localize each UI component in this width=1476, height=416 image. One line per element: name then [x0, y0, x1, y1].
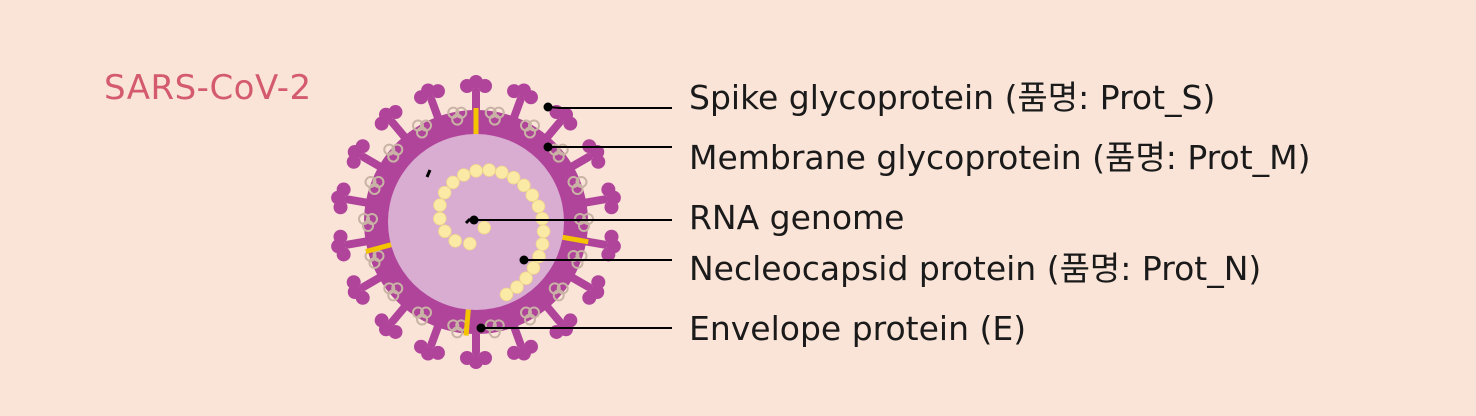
nucleocapsid-bead — [517, 178, 531, 193]
membrane-protein — [567, 176, 588, 196]
leader-spike — [543, 102, 672, 112]
membrane-protein — [383, 143, 404, 163]
spike-protein — [374, 300, 411, 339]
envelope-protein-e — [463, 307, 471, 336]
spike-protein — [507, 319, 538, 361]
nucleocapsid-bead — [433, 211, 447, 226]
nucleocapsid-bead — [482, 163, 496, 177]
spike-protein — [578, 182, 621, 215]
nucleocapsid-bead — [433, 198, 447, 212]
leader-dot — [543, 142, 553, 152]
spike-protein — [346, 139, 387, 172]
membrane-protein — [447, 106, 468, 126]
spike-protein — [507, 83, 538, 125]
membrane-protein — [548, 143, 569, 163]
spike-protein — [578, 229, 621, 262]
membrane-protein — [520, 306, 540, 326]
nucleocapsid-bead — [495, 165, 509, 180]
membrane-protein — [548, 282, 569, 302]
membrane-protein — [383, 282, 404, 302]
rna-end-mark — [464, 217, 472, 225]
leader-dot — [543, 102, 553, 112]
nucleocapsid-bead — [469, 164, 483, 178]
nucleocapsid-bead — [446, 175, 460, 190]
membrane-protein — [520, 119, 540, 139]
rna-end-mark — [425, 169, 432, 178]
leader-lines — [469, 102, 672, 333]
spike-protein — [460, 326, 492, 369]
nucleocapsid-bead — [535, 237, 550, 251]
nucleocapsid-bead — [519, 271, 533, 286]
leader-membrane — [543, 142, 672, 152]
leader-dot — [519, 255, 529, 265]
membrane-protein — [358, 213, 378, 232]
nucleocapsid-bead — [477, 220, 492, 235]
spike-protein — [331, 229, 374, 262]
virus-illustration — [331, 75, 621, 369]
leader-dot — [476, 323, 486, 333]
nucleocapsid-bead — [535, 211, 550, 226]
nucleocapsid-bead — [462, 236, 477, 251]
leader-envelope — [476, 323, 672, 333]
spike-protein — [565, 139, 606, 172]
nucleocapsid-bead — [510, 280, 524, 294]
label-nucleocapsid-protein: Necleocapsid protein (품명: Prot_N) — [689, 249, 1262, 288]
spike-protein — [346, 272, 387, 305]
membrane-protein — [412, 306, 432, 326]
label-membrane-glycoprotein: Membrane glycoprotein (품명: Prot_M) — [689, 138, 1311, 177]
spike-protein — [331, 182, 374, 215]
label-spike-glycoprotein: Spike glycoprotein (품명: Prot_S) — [689, 78, 1216, 117]
envelope-protein-e — [365, 241, 394, 254]
nucleocapsid-bead — [536, 224, 551, 239]
membrane-protein — [412, 119, 432, 139]
label-envelope-protein: Envelope protein (E) — [689, 309, 1027, 348]
leader-nucleocapsid — [519, 255, 672, 265]
nucleocapsid-bead — [506, 170, 521, 185]
rna-nucleocapsid-spiral — [433, 163, 551, 302]
spike-protein — [414, 319, 445, 361]
spike-protein — [374, 105, 411, 144]
nucleocapsid-bead — [526, 261, 541, 275]
leader-rna — [469, 215, 672, 225]
nucleocapsid-bead — [525, 188, 540, 202]
nucleocapsid-bead — [499, 287, 514, 302]
nucleocapsid-bead — [531, 199, 546, 214]
diagram-title: SARS-CoV-2 — [104, 68, 312, 108]
spike-protein — [541, 300, 578, 339]
envelope-protein-e — [560, 234, 589, 245]
spike-protein — [414, 83, 445, 125]
label-rna-genome: RNA genome — [689, 198, 905, 237]
spike-protein — [565, 272, 606, 305]
membrane-protein — [364, 176, 385, 196]
nucleocapsid-bead — [456, 168, 471, 182]
membrane-protein — [484, 106, 505, 126]
nucleocapsid-bead — [438, 224, 452, 239]
nucleocapsid-bead — [437, 185, 452, 200]
leader-dot — [469, 215, 479, 225]
nucleocapsid-bead — [448, 234, 463, 248]
